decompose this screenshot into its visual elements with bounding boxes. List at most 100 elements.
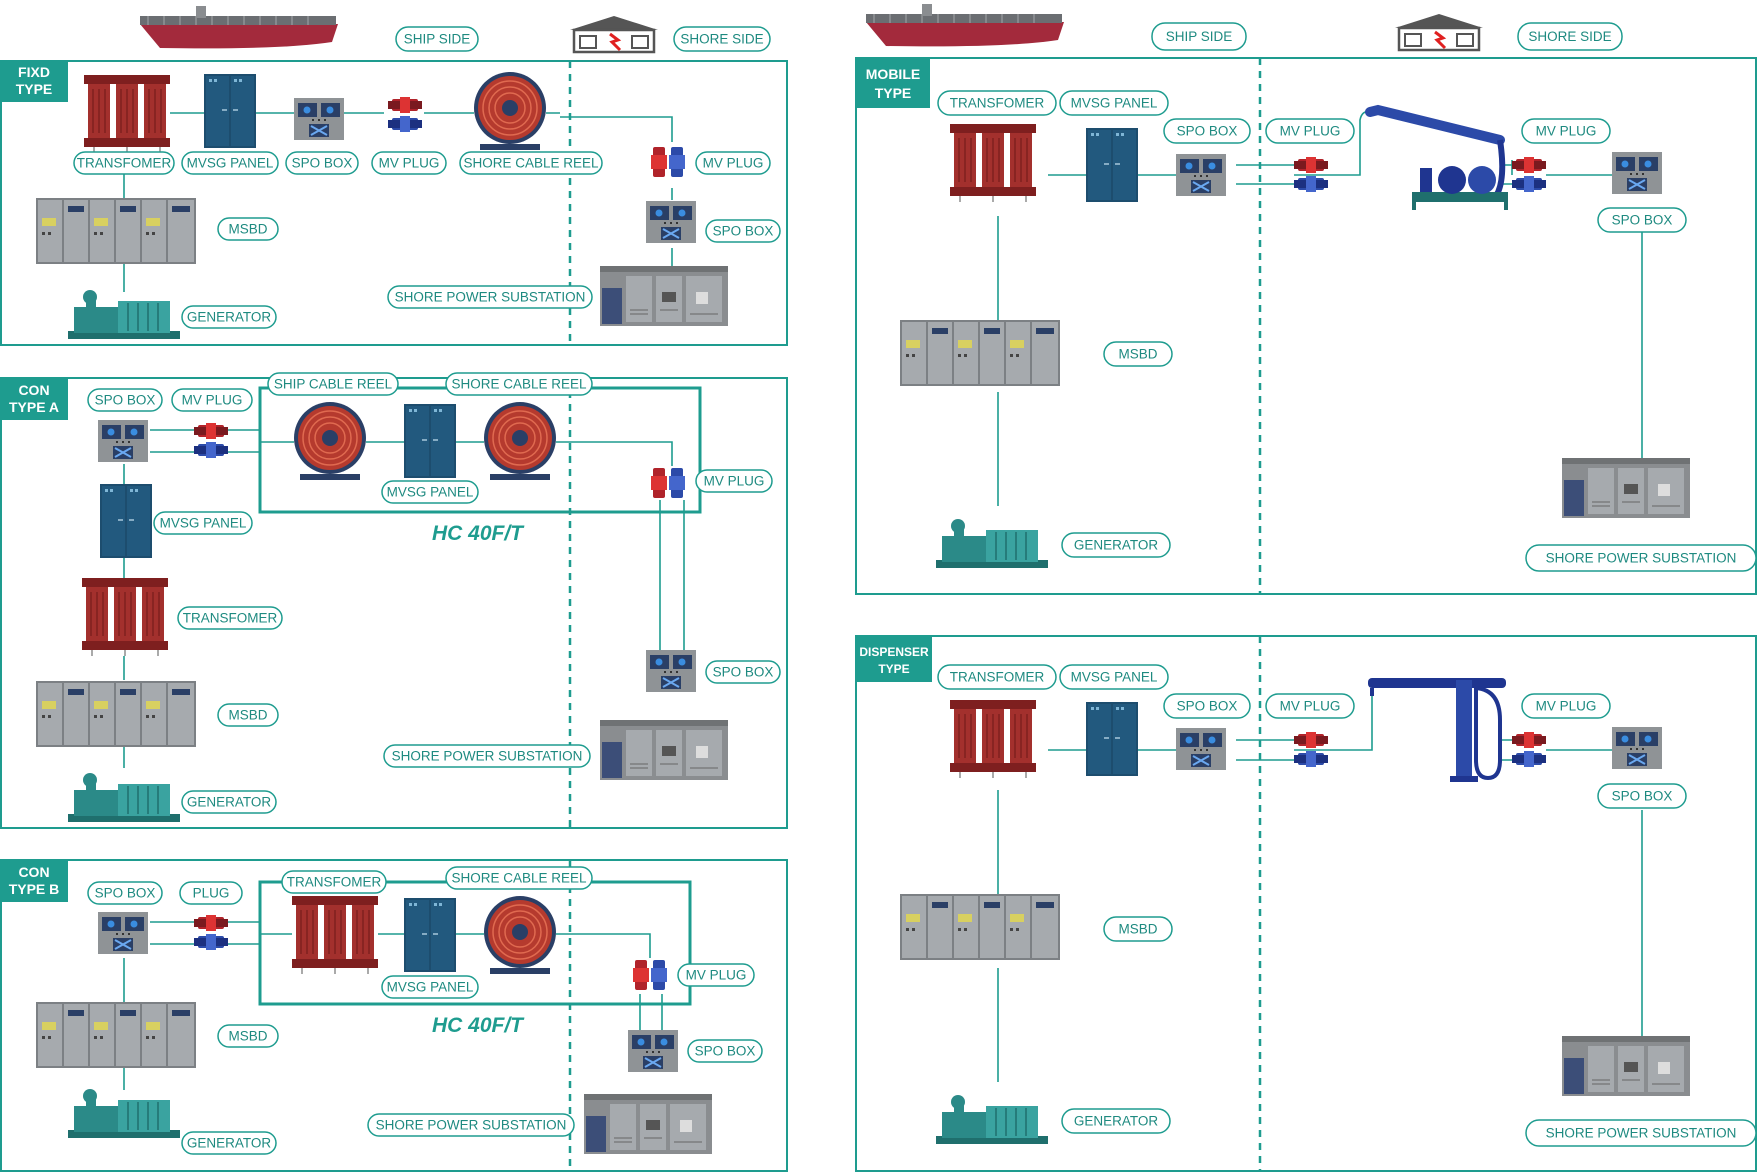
svg-text:MV PLUG: MV PLUG — [1536, 124, 1597, 139]
shore-side-label: SHORE SIDE — [1517, 22, 1623, 51]
svg-text:PLUG: PLUG — [193, 886, 230, 901]
mvsg-panel-icon — [403, 403, 457, 479]
svg-text:SPO BOX: SPO BOX — [1612, 213, 1673, 228]
spo-box-label: SPO BOX — [687, 1039, 763, 1063]
panel-tag-line1: CON — [18, 864, 49, 880]
svg-text:MV PLUG: MV PLUG — [703, 156, 764, 171]
shore-building-icon — [1393, 12, 1485, 52]
panel-tag-line2: TYPE — [878, 662, 909, 676]
svg-text:GENERATOR: GENERATOR — [1074, 1114, 1159, 1129]
mv-plug-label: MV PLUG — [1265, 693, 1355, 719]
mvsg-panel-label: MVSG PANEL — [153, 511, 253, 535]
mvsg-panel-icon — [203, 73, 257, 149]
svg-text:SHIP SIDE: SHIP SIDE — [404, 32, 471, 47]
mv-plug-label: MV PLUG — [695, 469, 773, 493]
generator-label: GENERATOR — [1061, 532, 1171, 558]
svg-text:MVSG PANEL: MVSG PANEL — [1071, 96, 1158, 111]
svg-text:MV PLUG: MV PLUG — [1536, 699, 1597, 714]
svg-text:MSBD: MSBD — [1118, 347, 1157, 362]
svg-text:MV PLUG: MV PLUG — [704, 474, 765, 489]
spo-box-label: SPO BOX — [1597, 783, 1687, 809]
generator-label: GENERATOR — [181, 305, 277, 329]
msbd-label: MSBD — [217, 703, 279, 727]
msbd-icon — [36, 681, 196, 747]
substation-icon — [599, 719, 729, 781]
ship-icon — [865, 3, 1065, 48]
svg-text:SHIP CABLE REEL: SHIP CABLE REEL — [274, 377, 393, 392]
svg-text:SPO BOX: SPO BOX — [95, 886, 156, 901]
mv-plug-icon — [651, 147, 685, 177]
mv-plug-label: MV PLUG — [171, 388, 253, 412]
cable-reel-icon — [483, 895, 557, 975]
shore-cable-reel-label: SHORE CABLE REEL — [459, 151, 603, 175]
svg-text:SHORE POWER SUBSTATION: SHORE POWER SUBSTATION — [1546, 1126, 1737, 1141]
transformer-icon — [949, 699, 1037, 779]
msbd-label: MSBD — [1103, 916, 1173, 942]
svg-text:GENERATOR: GENERATOR — [187, 795, 272, 810]
cable-reel-icon — [293, 401, 367, 481]
shore-building-icon — [568, 14, 660, 54]
svg-text:GENERATOR: GENERATOR — [187, 310, 272, 325]
mvsg-panel-label: MVSG PANEL — [1059, 664, 1169, 690]
transformer-label: TRANSFOMER — [937, 90, 1057, 116]
mvsg-panel-label: MVSG PANEL — [181, 151, 279, 175]
svg-text:TRANSFOMER: TRANSFOMER — [183, 611, 278, 626]
spo-box-icon — [97, 911, 149, 955]
spo-box-icon — [627, 1029, 679, 1073]
svg-text:SPO BOX: SPO BOX — [1612, 789, 1673, 804]
mv-plug-label: MV PLUG — [1521, 693, 1611, 719]
hc-model-label: HC 40F/T — [432, 522, 525, 545]
panel-tag-line2: TYPE B — [9, 881, 60, 897]
transformer-icon — [949, 123, 1037, 203]
msbd-icon — [900, 320, 1060, 386]
svg-text:SHORE POWER SUBSTATION: SHORE POWER SUBSTATION — [376, 1118, 567, 1133]
generator-icon — [935, 1094, 1049, 1145]
msbd-label: MSBD — [217, 1024, 279, 1048]
svg-text:MSBD: MSBD — [228, 1029, 267, 1044]
mv-plug-label: MV PLUG — [371, 151, 447, 175]
generator-icon — [67, 289, 181, 340]
spo-box-icon — [1175, 153, 1227, 197]
generator-label: GENERATOR — [181, 1131, 277, 1155]
mvsg-panel-label: MVSG PANEL — [381, 480, 479, 504]
svg-text:SPO BOX: SPO BOX — [292, 156, 353, 171]
msbd-label: MSBD — [217, 217, 279, 241]
spo-box-icon — [293, 97, 345, 141]
substation-icon — [599, 265, 729, 327]
mv-plug-icon — [1512, 157, 1546, 192]
mvsg-panel-label: MVSG PANEL — [381, 975, 479, 999]
transformer-label: TRANSFOMER — [281, 870, 387, 894]
substation-icon — [1561, 1035, 1691, 1097]
svg-text:GENERATOR: GENERATOR — [187, 1136, 272, 1151]
transformer-label: TRANSFOMER — [177, 606, 283, 630]
panel-fixed-type: FIXD TYPE — [0, 60, 788, 346]
transformer-icon — [291, 895, 379, 975]
generator-icon — [67, 1088, 181, 1139]
panel-tag-line2: TYPE — [16, 81, 53, 97]
svg-text:MSBD: MSBD — [228, 222, 267, 237]
svg-text:MVSG PANEL: MVSG PANEL — [160, 516, 247, 531]
panel-tag-line1: MOBILE — [866, 66, 920, 82]
mvsg-panel-label: MVSG PANEL — [1059, 90, 1169, 116]
shore-power-substation-label: SHORE POWER SUBSTATION — [1525, 544, 1757, 572]
mv-plug-icon — [388, 97, 422, 132]
hc-model-label: HC 40F/T — [432, 1014, 525, 1037]
mv-plug-icon — [1512, 732, 1546, 767]
mv-plug-label: MV PLUG — [1265, 118, 1355, 144]
cable-dispenser-icon — [1368, 678, 1506, 782]
svg-text:SHORE POWER SUBSTATION: SHORE POWER SUBSTATION — [395, 290, 586, 305]
spo-box-label: SPO BOX — [705, 219, 781, 243]
svg-text:MV PLUG: MV PLUG — [1280, 699, 1341, 714]
mv-plug-icon — [194, 423, 228, 458]
mvsg-panel-icon — [1085, 127, 1139, 203]
svg-text:SHORE SIDE: SHORE SIDE — [680, 32, 763, 47]
mv-plug-icon — [633, 960, 667, 990]
svg-text:SPO BOX: SPO BOX — [713, 665, 774, 680]
shore-cable-reel-label: SHORE CABLE REEL — [445, 372, 593, 396]
svg-text:SHORE CABLE REEL: SHORE CABLE REEL — [451, 871, 587, 886]
svg-text:MVSG PANEL: MVSG PANEL — [387, 485, 474, 500]
spo-box-label: SPO BOX — [87, 388, 163, 412]
panel-tag-line2: TYPE A — [9, 399, 59, 415]
spo-box-icon — [645, 649, 697, 693]
